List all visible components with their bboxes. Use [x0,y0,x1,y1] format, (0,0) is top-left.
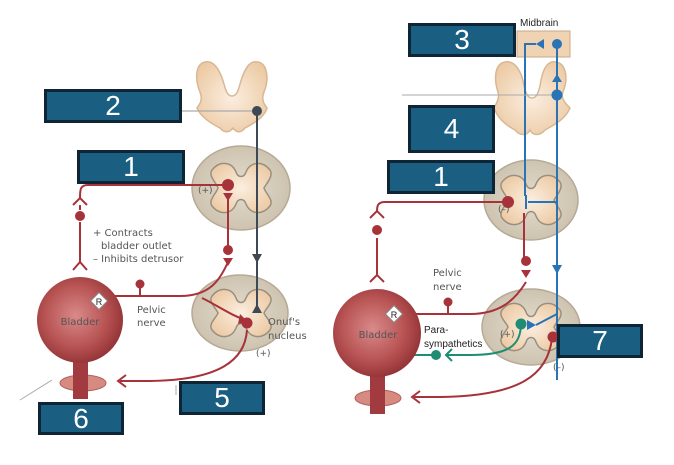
number-label-7: 7 [557,324,643,358]
neuron-body [222,179,234,191]
number-label-2: 2 [44,89,182,123]
synapse-terminal [552,74,562,82]
bladder-label-left: Bladder [61,317,101,328]
annotation-line-1: + Contracts [93,228,153,239]
neuron-body [443,297,453,307]
number-label-3: 3 [408,23,516,57]
sign-onuf-left: (+) [256,349,271,359]
pelvic-nerve-label-left-2: nerve [137,318,166,329]
pelvic-nerve-label-left-1: Pelvic [137,305,166,316]
receptor-label-right: R [391,310,398,320]
onufs-label-1: Onuf's [268,317,300,328]
synapse-terminal [223,258,233,266]
pelvic-nerve-label-right-2: nerve [433,282,462,293]
neuron-body [75,211,85,221]
neuron-body [521,256,531,266]
synapse-terminal [536,39,544,49]
neuron-body [135,279,145,289]
neuron-body [372,225,382,235]
bladder-right: R Bladder [333,289,421,414]
neuron-body [502,196,514,208]
neuron-body [551,89,563,101]
pelvic-nerve-label-right-1: Pelvic [433,268,462,279]
neuron-body [515,318,527,330]
receptor-label-left: R [96,297,103,307]
leader-line-6 [19,379,53,401]
sign-onuf-right: (–) [553,363,565,373]
synapse-terminal [527,320,536,330]
descending-pathway-left [181,106,262,313]
bladder-label-right: Bladder [359,330,399,341]
bladder-left: R Bladder [37,277,123,399]
synapse-terminal [521,270,531,278]
number-label-4: 4 [408,105,495,153]
neuron-body [431,350,441,360]
synapse-terminal [223,193,233,201]
annotation-line-2: bladder outlet [101,241,172,252]
neuron-body [552,39,562,49]
neuron-body [547,331,559,343]
annotation-line-3: – Inhibits detrusor [93,254,184,265]
neuron-body [241,317,253,329]
midbrain-label: Midbrain [520,18,558,29]
number-label-1-left: 1 [77,150,185,184]
neuron-body [223,245,233,255]
sign-upper-left: (+) [198,186,213,196]
number-label-1-right: 1 [387,160,495,194]
spinal-section-upper-right [483,159,579,241]
onufs-label-2: nucleus [268,331,307,342]
number-label-6: 6 [38,402,124,435]
number-label-5: 5 [179,381,265,415]
pons-left [195,61,268,133]
parasympathetics-label-1: Para- [424,325,448,336]
parasympathetics-label-2: sympathetics [424,339,482,350]
sign-upper-right: (–) [498,205,510,215]
sign-sacral-right: (+) [500,330,515,340]
synapse-terminal [552,265,562,274]
sympathetic-pathway-right [369,201,553,404]
